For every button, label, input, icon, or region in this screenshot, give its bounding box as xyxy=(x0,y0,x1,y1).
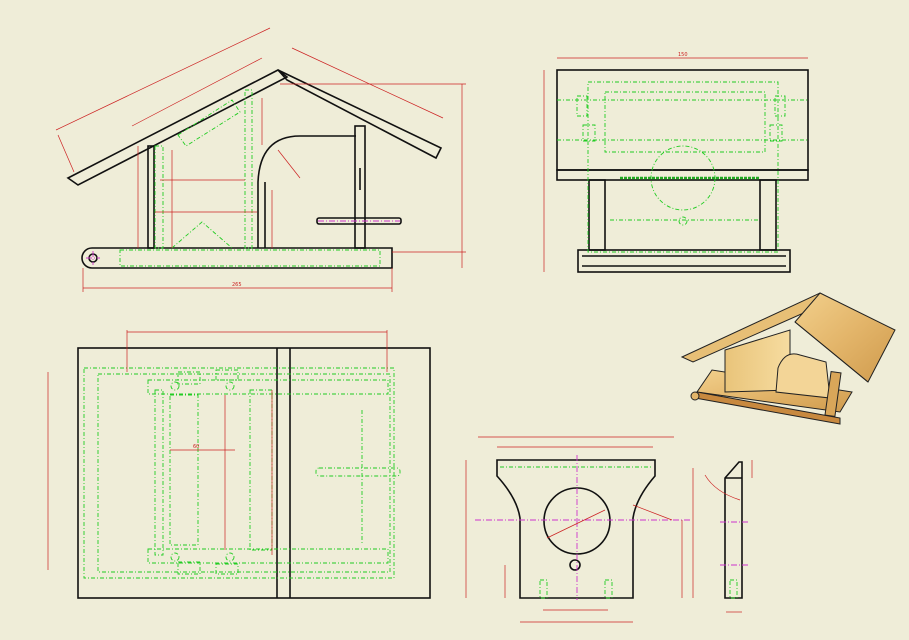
left-leg xyxy=(588,179,606,251)
perch-hole xyxy=(569,559,581,571)
front-view: 265 xyxy=(55,27,466,292)
perch xyxy=(316,217,402,225)
arch-wall xyxy=(257,135,356,248)
roof-top xyxy=(77,347,431,599)
dim-base-length: 265 xyxy=(232,282,242,288)
dim-top-width: 150 xyxy=(678,52,688,58)
side-part xyxy=(704,460,753,613)
side-view: 150 xyxy=(543,52,809,273)
base-plate xyxy=(81,247,393,269)
isometric-render xyxy=(680,292,896,425)
top-view: 60 xyxy=(47,330,431,599)
left-wall xyxy=(147,145,155,249)
base-side xyxy=(577,249,791,273)
roof-left-panel xyxy=(66,69,289,186)
dim-top-inner: 60 xyxy=(193,444,199,450)
right-leg xyxy=(759,179,777,251)
roof-right-panel xyxy=(277,69,443,160)
roof-side xyxy=(556,69,809,171)
roof-gable-part xyxy=(465,436,694,623)
